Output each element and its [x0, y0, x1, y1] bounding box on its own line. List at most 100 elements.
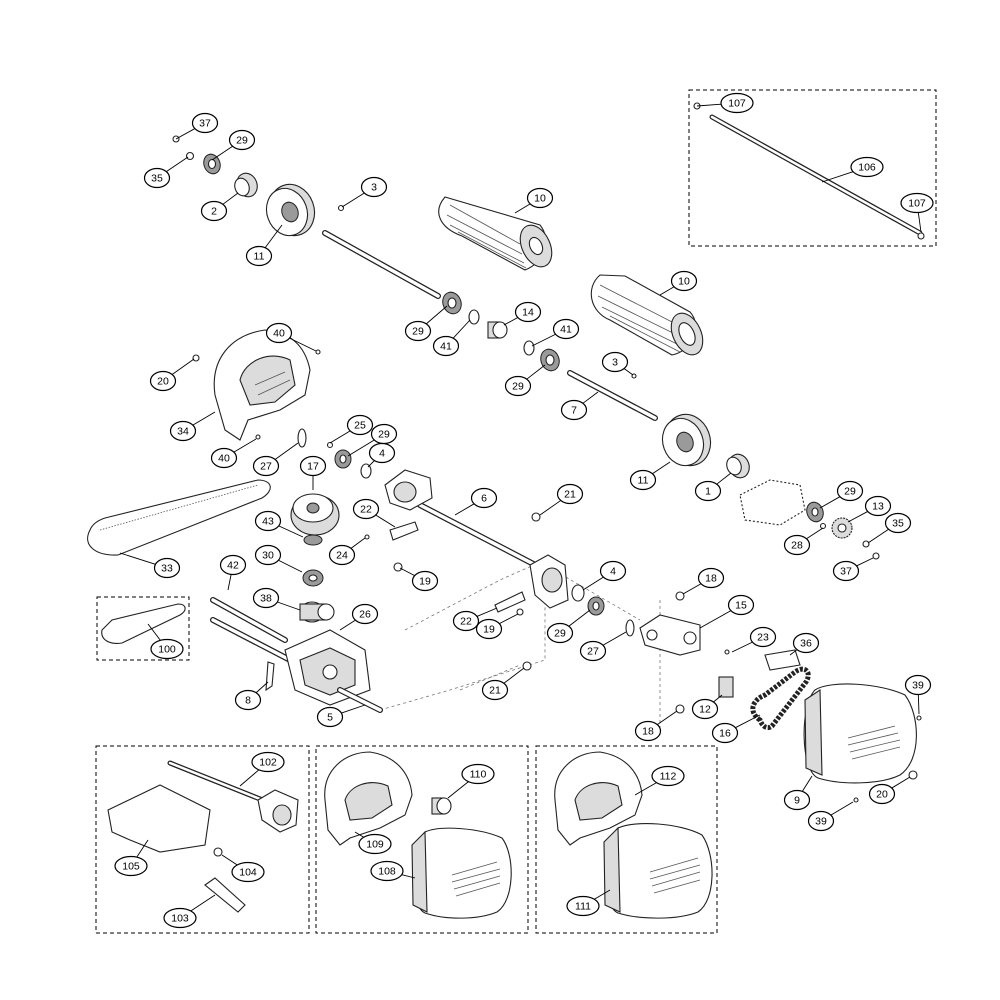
callout-112: 112 [634, 765, 685, 796]
callout-leader-line [682, 583, 702, 595]
callout-leader-line [891, 776, 911, 789]
callout-leader-line [602, 631, 627, 646]
callout-leader-line [659, 286, 675, 296]
callout-bubble [163, 907, 197, 929]
callout-leader-line [847, 511, 868, 523]
callout-4b: 4 [582, 560, 627, 591]
roller-10-upper [438, 196, 553, 271]
callout-number: 19 [483, 624, 495, 636]
callout-104: 104 [221, 854, 265, 883]
bearing-30 [302, 569, 324, 587]
callout-leader-line [716, 472, 732, 485]
callout-bubble [904, 674, 932, 696]
callout-bubble [792, 632, 820, 654]
callout-29c: 29 [504, 364, 546, 397]
callout-37a: 37 [175, 112, 219, 140]
callout-111: 111 [566, 889, 611, 917]
washer-35-top [185, 151, 195, 161]
callout-leader-line [713, 694, 723, 703]
callout-number: 29 [412, 326, 424, 338]
washer-4-left [360, 463, 372, 479]
callout-30: 30 [254, 544, 303, 573]
bearing-29-d [334, 449, 352, 469]
callout-number: 35 [151, 173, 163, 185]
callout-number: 41 [560, 324, 572, 336]
idler-38 [299, 601, 335, 623]
callout-bubble [560, 399, 588, 421]
pinion-2 [234, 172, 258, 198]
callout-number: 42 [227, 560, 239, 572]
callout-leader-line [917, 212, 922, 233]
callout-42: 42 [219, 554, 247, 591]
callout-bubble [252, 587, 280, 609]
pulley-17 [290, 493, 340, 536]
callout-number: 27 [587, 646, 599, 658]
callout-29b: 29 [404, 305, 448, 342]
callout-bubble [251, 751, 285, 773]
callout-1: 1 [694, 472, 732, 502]
sprocket-13 [831, 517, 853, 539]
bracket-103 [204, 877, 246, 913]
callout-leader-line [594, 889, 611, 900]
callout-35a: 35 [143, 156, 189, 189]
guide-36 [764, 649, 801, 671]
callout-leader-line [503, 667, 525, 684]
callout-bubble [481, 679, 509, 701]
callout-15: 15 [699, 594, 755, 629]
callout-bubble [651, 765, 685, 787]
callout-leader-line [735, 714, 761, 729]
callout-number: 8 [245, 695, 251, 707]
callout-bubble [697, 567, 725, 589]
callout-leader-line [568, 609, 591, 627]
callout-34: 34 [169, 411, 216, 442]
callout-109: 109 [354, 831, 392, 855]
callout-leader-line [830, 801, 854, 816]
callout-bubble [694, 480, 722, 502]
inset-box-kit-108-110 [315, 745, 529, 934]
callout-bubble [711, 722, 739, 744]
callout-number: 12 [699, 704, 711, 716]
callout-number: 3 [612, 357, 618, 369]
callout-leader-line [447, 781, 469, 799]
callout-bubble [254, 510, 282, 532]
callout-2: 2 [200, 192, 239, 222]
callout-bubble [546, 622, 574, 644]
callout-bubble [150, 638, 184, 660]
callout-leader-line [233, 438, 257, 453]
spacer-110 [431, 797, 452, 815]
callout-bubble [352, 498, 380, 520]
callout-leader-line [731, 641, 753, 653]
callout-bubble [351, 603, 379, 625]
callout-leader-line [821, 171, 854, 183]
callout-33: 33 [119, 552, 181, 579]
callout-29a: 29 [211, 129, 256, 161]
shaft-106 [693, 102, 925, 240]
callout-100: 100 [147, 623, 184, 660]
callout-number: 20 [876, 789, 888, 801]
callout-leader-line [652, 461, 671, 475]
callout-bubble [504, 375, 532, 397]
callout-bubble [601, 351, 629, 373]
callout-10b: 10 [659, 270, 698, 296]
callout-3a: 3 [341, 176, 388, 208]
callout-number: 15 [735, 600, 747, 612]
callout-leader-line [289, 337, 317, 352]
callout-bubble [153, 557, 181, 579]
callout-bubble [807, 810, 835, 832]
callout-bubble [252, 455, 280, 477]
callout-leader-line [806, 527, 824, 540]
callout-29f: 29 [546, 609, 591, 644]
callout-41b: 41 [531, 318, 580, 347]
callout-bubble [566, 895, 600, 917]
washer-4-right [571, 584, 585, 602]
callout-36: 36 [789, 632, 820, 656]
callout-leader-line [367, 460, 375, 468]
callout-number: 6 [481, 493, 487, 505]
bracket-plate [739, 479, 806, 526]
callout-leader-line [657, 710, 678, 725]
callout-number: 22 [460, 616, 472, 628]
callout-19a: 19 [399, 567, 439, 592]
callout-leader-line [341, 704, 366, 714]
callout-leader-line [539, 500, 562, 516]
callout-leader-line [221, 854, 238, 866]
